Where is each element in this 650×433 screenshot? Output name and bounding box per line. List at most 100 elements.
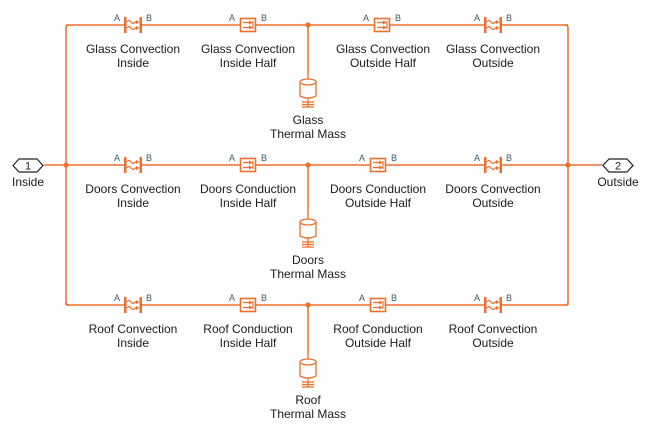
block-frame — [373, 17, 391, 33]
plate-left — [484, 17, 487, 33]
doors-conduction-outside-half-icon[interactable] — [366, 156, 390, 174]
port-b-label: B — [261, 153, 268, 163]
plate-left — [124, 157, 127, 173]
port-a-label: A — [474, 293, 481, 303]
wave-top — [126, 299, 138, 305]
glass-convection-outside-icon[interactable] — [481, 15, 505, 35]
outport-2-label: Outside — [597, 175, 639, 189]
port-a-label: A — [114, 13, 121, 23]
doors-thermal-mass-icon[interactable] — [296, 215, 320, 249]
port-b-label: B — [261, 13, 268, 23]
roof-thermal-mass-icon[interactable] — [296, 355, 320, 389]
plate-left — [124, 297, 127, 313]
port-a-label: A — [114, 153, 121, 163]
plate-right — [139, 297, 142, 313]
glass-junction — [305, 22, 311, 28]
wave-bottom — [486, 25, 498, 31]
outport-2-icon[interactable]: 2 — [602, 158, 634, 173]
roof-conduction-inside-half-icon[interactable] — [236, 296, 260, 314]
doors-convection-outside-icon[interactable] — [481, 155, 505, 175]
wave-top — [126, 159, 138, 165]
plate-right — [139, 157, 142, 173]
port-b-label: B — [506, 293, 513, 303]
glass-thermal-mass-icon[interactable] — [296, 75, 320, 109]
wave-bottom — [486, 165, 498, 171]
glass-convection-inside-half-icon[interactable] — [236, 16, 260, 34]
port-a-label: A — [359, 153, 366, 163]
port-b-label: B — [261, 293, 268, 303]
doors-conduction-inside-half-icon[interactable] — [236, 156, 260, 174]
block-frame — [369, 297, 387, 313]
port-b-label: B — [506, 13, 513, 23]
roof-convection-outside-icon[interactable] — [481, 295, 505, 315]
block-frame — [239, 157, 257, 173]
glass-convection-outside-half-icon[interactable] — [370, 16, 394, 34]
inside-bus — [65, 24, 70, 305]
roof-convection-inside-icon[interactable] — [121, 295, 145, 315]
port-b-label: B — [506, 153, 513, 163]
plate-right — [499, 157, 502, 173]
plate-left — [484, 297, 487, 313]
inport-1-icon[interactable]: 1 — [12, 158, 44, 173]
port-b-label: B — [146, 13, 153, 23]
wave-bottom — [126, 305, 138, 311]
outport-2-number: 2 — [615, 161, 621, 173]
glass-convection-inside-icon[interactable] — [121, 15, 145, 35]
plate-left — [484, 157, 487, 173]
outside-junction — [565, 162, 571, 168]
port-a-label: A — [229, 13, 236, 23]
cylinder-top — [299, 218, 317, 226]
block-frame — [369, 157, 387, 173]
port-b-label: B — [391, 153, 398, 163]
block-frame — [239, 297, 257, 313]
inport-1-number: 1 — [25, 161, 31, 173]
plate-left — [124, 17, 127, 33]
wave-bottom — [486, 305, 498, 311]
outside-bus — [564, 24, 569, 305]
port-a-label: A — [359, 293, 366, 303]
plate-right — [499, 297, 502, 313]
port-b-label: B — [146, 293, 153, 303]
plate-right — [139, 17, 142, 33]
port-b-label: B — [395, 13, 402, 23]
wave-bottom — [126, 25, 138, 31]
doors-convection-inside-icon[interactable] — [121, 155, 145, 175]
doors-junction — [305, 162, 311, 168]
port-a-label: A — [114, 293, 121, 303]
inport-1-label: Inside — [11, 175, 45, 189]
port-a-label: A — [363, 13, 370, 23]
port-a-label: A — [474, 153, 481, 163]
port-a-label: A — [474, 13, 481, 23]
port-a-label: A — [229, 153, 236, 163]
cylinder-top — [299, 358, 317, 366]
wave-top — [486, 19, 498, 25]
cylinder-top — [299, 78, 317, 86]
port-a-label: A — [229, 293, 236, 303]
port-b-label: B — [391, 293, 398, 303]
wave-bottom — [126, 165, 138, 171]
roof-conduction-outside-half-icon[interactable] — [366, 296, 390, 314]
wave-top — [486, 159, 498, 165]
roof-junction — [305, 302, 311, 308]
port-b-label: B — [146, 153, 153, 163]
wave-top — [126, 19, 138, 25]
plate-right — [499, 17, 502, 33]
inside-junction — [63, 162, 69, 168]
